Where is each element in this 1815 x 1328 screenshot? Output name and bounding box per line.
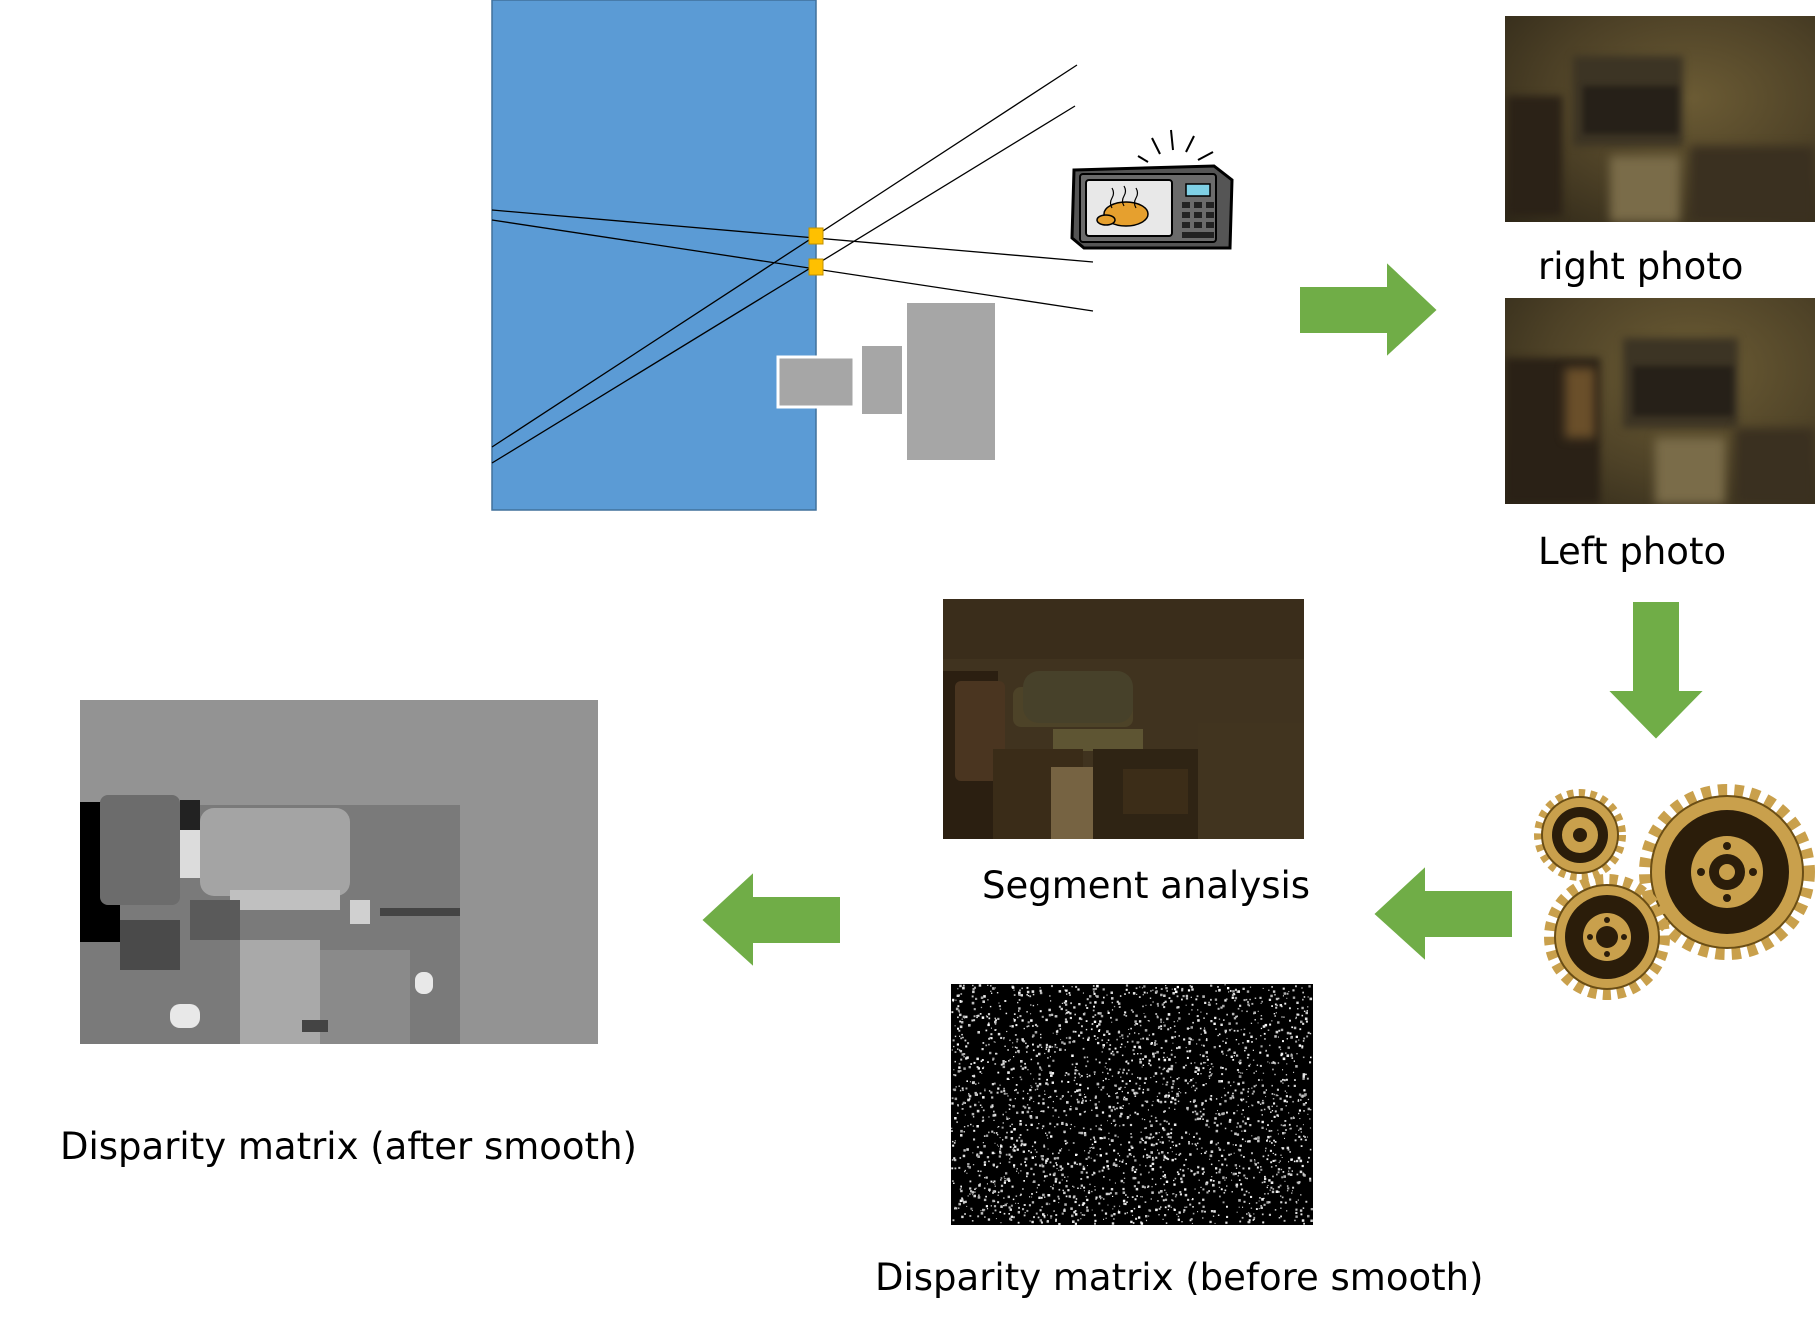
disparity-before-caption: Disparity matrix (before smooth) <box>875 1256 1484 1299</box>
microwave-icon <box>1070 129 1234 250</box>
right-lens-marker <box>808 258 824 276</box>
right-photo <box>1505 16 1815 222</box>
disparity-before-image <box>951 984 1313 1225</box>
segment-analysis-image <box>943 599 1304 839</box>
left-lens-marker <box>808 227 824 245</box>
disparity-after-image <box>80 700 598 1044</box>
arrow-left-icon <box>699 868 842 971</box>
sensor-panel <box>491 0 817 511</box>
projection-lines <box>491 64 1094 464</box>
camera-icon <box>776 303 995 460</box>
gears-icon <box>1530 784 1815 1000</box>
left-photo-caption: Left photo <box>1538 530 1727 573</box>
segment-analysis-caption: Segment analysis <box>982 864 1311 907</box>
left-photo <box>1505 298 1815 504</box>
right-photo-caption: right photo <box>1538 245 1744 288</box>
disparity-after-caption: Disparity matrix (after smooth) <box>60 1125 637 1168</box>
arrow-down-icon <box>1604 600 1708 742</box>
arrow-right-icon <box>1298 258 1440 361</box>
arrow-left-icon <box>1371 862 1514 965</box>
